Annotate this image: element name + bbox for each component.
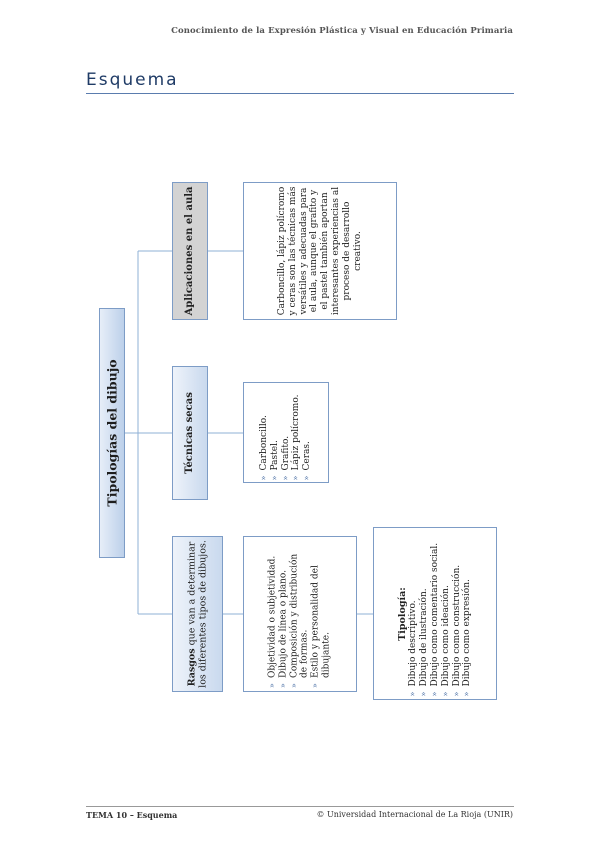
rasgos-list-box: Objetividad o subjetividad. Dibujo de lí… [243, 536, 357, 692]
footer-right: © Universidad Internacional de La Rioja … [316, 810, 513, 819]
tecnicas-label: Técnicas secas [184, 392, 195, 474]
tecnicas-list: Carboncillo. Pastel. Grafito. Lápiz polí… [259, 385, 313, 480]
list-item: Estilo y personalidad del dibujante. [311, 540, 333, 688]
aplicaciones-text: Carboncillo, lápiz polícromo y ceras son… [276, 186, 363, 316]
list-item: Objetividad o subjetividad. [268, 540, 279, 688]
tecnicas-node: Técnicas secas [172, 366, 208, 500]
list-item: Dibujo como comentario social. [430, 531, 441, 696]
root-label: Tipologías del dibujo [104, 359, 120, 507]
tipologia-box: Tipología: Dibujo descriptivo. Dibujo de… [373, 527, 497, 700]
list-item: Grafito. [281, 385, 292, 480]
footer-rule [86, 806, 514, 807]
tipologia-title-suffix: : [396, 586, 408, 591]
list-item: Carboncillo. [259, 385, 270, 480]
list-item: Composición y distribución de formas. [289, 540, 311, 688]
list-item: Dibujo como construcción. [451, 531, 462, 696]
list-item: Lápiz polícromo. [291, 385, 302, 480]
aplicaciones-text-box: Carboncillo, lápiz polícromo y ceras son… [243, 182, 397, 320]
aplicaciones-label: Aplicaciones en el aula [184, 186, 195, 316]
rasgos-label-bold: Rasgos [186, 648, 198, 687]
root-node: Tipologías del dibujo [99, 308, 125, 558]
rasgos-list: Objetividad o subjetividad. Dibujo de lí… [268, 540, 333, 688]
page-title: Esquema [86, 70, 179, 90]
list-item: Dibujo descriptivo. [408, 531, 419, 696]
list-item: Pastel. [270, 385, 281, 480]
aplicaciones-node: Aplicaciones en el aula [172, 182, 208, 320]
list-item: Dibujo como ideación. [441, 531, 452, 696]
list-item: Dibujo de ilustración. [419, 531, 430, 696]
header-title: Conocimiento de la Expresión Plástica y … [171, 26, 513, 36]
rasgos-label: Rasgos que van a determinar los diferent… [186, 540, 209, 688]
list-item: Ceras. [302, 385, 313, 480]
tipologia-list: Dibujo descriptivo. Dibujo de ilustració… [408, 531, 473, 696]
list-item: Dibujo de línea o plano. [278, 540, 289, 688]
title-rule [86, 93, 514, 94]
footer-left: TEMA 10 – Esquema [86, 810, 178, 820]
list-item: Dibujo como expresión. [462, 531, 473, 696]
tecnicas-list-box: Carboncillo. Pastel. Grafito. Lápiz polí… [243, 382, 329, 483]
tipologia-title-text: Tipología [396, 590, 408, 641]
rasgos-node: Rasgos que van a determinar los diferent… [172, 536, 223, 692]
tipologia-title: Tipología: [397, 531, 408, 696]
